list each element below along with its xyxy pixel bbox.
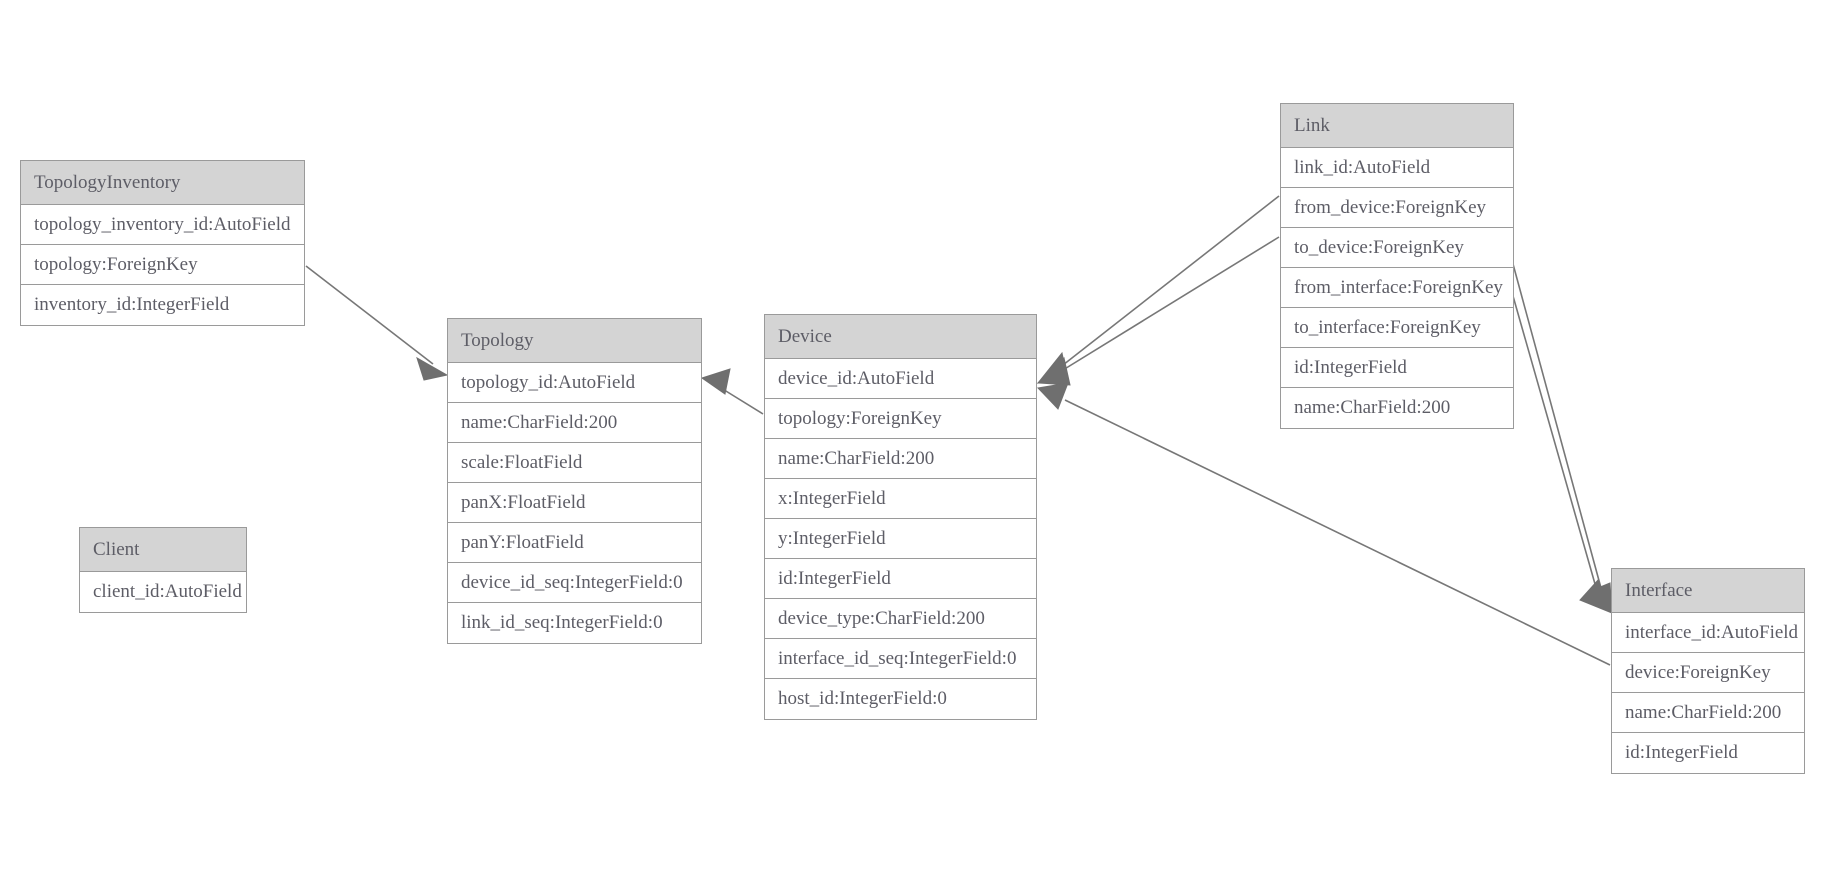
entity-field-row[interactable]: id:IntegerField xyxy=(765,559,1036,599)
entity-field-row[interactable]: to_interface:ForeignKey xyxy=(1281,308,1513,348)
entity-field-row[interactable]: to_device:ForeignKey xyxy=(1281,228,1513,268)
edge-link-from_device-to-device xyxy=(1036,195,1280,384)
entity-field-row[interactable]: topology:ForeignKey xyxy=(21,245,304,285)
entity-field-row[interactable]: topology_inventory_id:AutoField xyxy=(21,205,304,245)
entity-title-device: Device xyxy=(765,315,1036,359)
edge-link-from_interface-to-interface xyxy=(1512,263,1613,615)
entity-field-row[interactable]: interface_id:AutoField xyxy=(1612,613,1804,653)
entity-field-row[interactable]: y:IntegerField xyxy=(765,519,1036,559)
entity-field-row[interactable]: from_interface:ForeignKey xyxy=(1281,268,1513,308)
entity-field-row[interactable]: panY:FloatField xyxy=(448,523,701,563)
entity-title-topology: Topology xyxy=(448,319,701,363)
entity-title-topology_inventory: TopologyInventory xyxy=(21,161,304,205)
entity-field-row[interactable]: device_id_seq:IntegerField:0 xyxy=(448,563,701,603)
entity-field-row[interactable]: link_id:AutoField xyxy=(1281,148,1513,188)
entity-field-row[interactable]: from_device:ForeignKey xyxy=(1281,188,1513,228)
entity-title-client: Client xyxy=(80,528,246,572)
entity-field-row[interactable]: x:IntegerField xyxy=(765,479,1036,519)
entity-field-row[interactable]: topology:ForeignKey xyxy=(765,399,1036,439)
entity-field-row[interactable]: client_id:AutoField xyxy=(80,572,246,612)
edge-device-to-topology xyxy=(700,368,764,415)
entity-title-link: Link xyxy=(1281,104,1513,148)
entity-field-row[interactable]: link_id_seq:IntegerField:0 xyxy=(448,603,701,643)
entity-field-row[interactable]: name:CharField:200 xyxy=(765,439,1036,479)
entity-field-row[interactable]: name:CharField:200 xyxy=(1612,693,1804,733)
entity-field-row[interactable]: name:CharField:200 xyxy=(1281,388,1513,428)
entity-field-row[interactable]: device_id:AutoField xyxy=(765,359,1036,399)
entity-field-row[interactable]: interface_id_seq:IntegerField:0 xyxy=(765,639,1036,679)
edge-link-to_interface-to-interface xyxy=(1512,295,1613,614)
entity-field-row[interactable]: inventory_id:IntegerField xyxy=(21,285,304,325)
entity-field-row[interactable]: topology_id:AutoField xyxy=(448,363,701,403)
entity-field-row[interactable]: id:IntegerField xyxy=(1281,348,1513,388)
entity-field-row[interactable]: scale:FloatField xyxy=(448,443,701,483)
entity-field-row[interactable]: panX:FloatField xyxy=(448,483,701,523)
entity-field-row[interactable]: host_id:IntegerField:0 xyxy=(765,679,1036,719)
entity-title-interface: Interface xyxy=(1612,569,1804,613)
edge-topology_inventory-to-topology xyxy=(305,265,449,381)
entity-field-row[interactable]: device:ForeignKey xyxy=(1612,653,1804,693)
edge-link-to_device-to-device xyxy=(1036,236,1280,386)
entity-field-row[interactable]: device_type:CharField:200 xyxy=(765,599,1036,639)
entity-field-row[interactable]: name:CharField:200 xyxy=(448,403,701,443)
entity-field-row[interactable]: id:IntegerField xyxy=(1612,733,1804,773)
